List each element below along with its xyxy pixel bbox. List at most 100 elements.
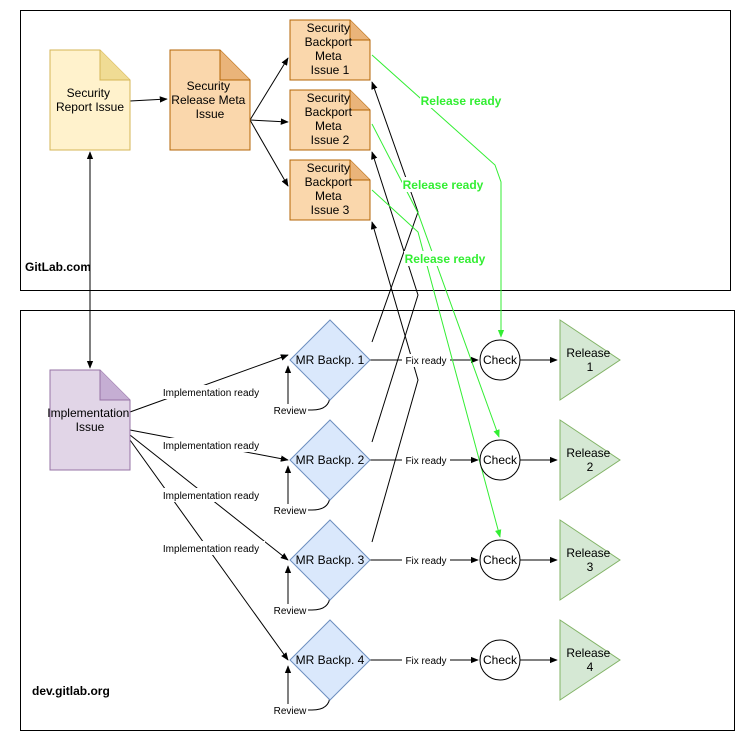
release-3-line: Release (566, 546, 610, 560)
check-2: Check (479, 439, 521, 481)
backport-meta-2-line: Meta (315, 119, 342, 133)
fix-ready-1-bg (402, 354, 450, 367)
release-ready-2-label: Release ready (403, 178, 484, 192)
impl-ready-4-bg (157, 541, 265, 555)
edge-mr3-to-backport-3 (370, 221, 419, 543)
review-3-label: Review (274, 606, 308, 617)
security-backport-meta-issue-3-label: Security Backport Meta Issue 3 (305, 161, 356, 217)
fix-ready-2-bg (402, 454, 450, 467)
fix-ready-2-label: Fix ready (405, 456, 446, 467)
release-ready-edges (371, 54, 505, 538)
impl-ready-1-label: Implementation ready (163, 388, 259, 399)
release-ready-3-bg (404, 251, 486, 266)
edge-meta-to-backport-3 (249, 119, 289, 187)
release-1-triangle (559, 319, 621, 401)
backport-meta-1-line: Issue 1 (311, 63, 350, 77)
backport-meta-3-line: Issue 3 (311, 203, 350, 217)
mr-backport-4: MR Backp. 4 (289, 619, 371, 701)
dev-zone-label: dev.gitlab.org (32, 684, 110, 698)
check-4-circle (479, 639, 521, 681)
backport-meta-2-line: Backport (305, 105, 353, 119)
release-4-line: 4 (587, 660, 594, 674)
mr-backport-4-label: MR Backp. 4 (296, 653, 365, 667)
edge-mr2-to-backport-2 (371, 151, 419, 443)
review-1-label: Review (274, 406, 308, 417)
backport-meta-3-line: Meta (315, 189, 342, 203)
security-backport-meta-issue-1-fold (349, 20, 370, 41)
edge-meta-to-backport-2 (249, 118, 289, 125)
backport-meta-1-line: Meta (315, 49, 342, 63)
security-backport-meta-issue-2-fold (349, 90, 370, 111)
implementation-issue-line: Issue (76, 420, 105, 434)
edge-report-to-release-meta (129, 96, 168, 103)
backport-meta-2-line: Issue 2 (311, 133, 350, 147)
release-3-line: 3 (587, 560, 594, 574)
security-report-issue-line: Security (67, 86, 110, 100)
security-release-meta-line: Issue (196, 107, 225, 121)
security-report-issue-line: Report Issue (56, 100, 124, 114)
release-2-line: Release (566, 446, 610, 460)
release-ready-1-label: Release ready (421, 94, 502, 108)
check-3: Check (479, 539, 521, 581)
edge-meta-to-backport-1 (249, 57, 289, 121)
release-1-line: 1 (587, 360, 594, 374)
security-backport-meta-issue-1-label: Security Backport Meta Issue 1 (305, 21, 356, 77)
impl-ready-2-bg (157, 438, 265, 452)
edge-release-ready-2 (371, 123, 500, 438)
release-2: Release 2 (559, 419, 621, 501)
release-1-label: Release 1 (566, 346, 613, 374)
security-backport-meta-issue-3-fold (349, 160, 370, 181)
release-3-triangle (559, 519, 621, 601)
check-3-label: Check (483, 553, 518, 567)
implementation-issue-fold (99, 370, 130, 401)
implementation-issue-label: Implementation Issue (47, 406, 132, 434)
check-1-label: Check (483, 353, 518, 367)
release-3: Release 3 (559, 519, 621, 601)
backport-meta-3-line: Backport (305, 175, 353, 189)
mr-backport-4-shape (289, 619, 371, 701)
edge-release-ready-1 (371, 54, 505, 338)
security-report-issue-label: Security Report Issue (56, 86, 124, 114)
backport-meta-1-line: Security (307, 21, 350, 35)
release-2-triangle (559, 419, 621, 501)
fix-ready-4-label: Fix ready (405, 656, 446, 667)
release-ready-2-bg (402, 177, 484, 192)
security-release-meta-issue-fold (219, 50, 250, 81)
gitlab-zone-label: GitLab.com (25, 260, 91, 274)
release-4: Release 4 (559, 619, 621, 701)
mr-backport-3-shape (289, 519, 371, 601)
impl-ready-4-label: Implementation ready (163, 544, 259, 555)
release-4-line: Release (566, 646, 610, 660)
release-ready-3-label: Release ready (405, 252, 486, 266)
check-4: Check (479, 639, 521, 681)
check-1: Check (479, 339, 521, 381)
check-3-circle (479, 539, 521, 581)
impl-ready-3-label: Implementation ready (163, 491, 259, 502)
gitlab-zone (20, 10, 731, 291)
security-release-meta-line: Release Meta (171, 93, 245, 107)
review-4-label: Review (274, 706, 308, 717)
review-1-bg (272, 404, 308, 417)
mr-backport-2-label: MR Backp. 2 (296, 453, 365, 467)
review-4-bg (272, 704, 308, 717)
release-4-triangle (559, 619, 621, 701)
mr-backport-1-label: MR Backp. 1 (296, 353, 365, 367)
mr-backport-2: MR Backp. 2 (289, 419, 371, 501)
mr-backport-2-shape (289, 419, 371, 501)
release-1-line: Release (566, 346, 610, 360)
mr-backport-1-shape (289, 319, 371, 401)
release-1: Release 1 (559, 319, 621, 401)
impl-ready-1-bg (157, 385, 265, 399)
fix-ready-3-label: Fix ready (405, 556, 446, 567)
implementation-issue-line: Implementation (47, 406, 129, 420)
edge-mr1-to-backport-1 (371, 81, 419, 343)
check-1-circle (479, 339, 521, 381)
check-4-label: Check (483, 653, 518, 667)
check-2-label: Check (483, 453, 518, 467)
review-3-bg (272, 604, 308, 617)
mr-backport-1: MR Backp. 1 (289, 319, 371, 401)
backport-meta-3-line: Security (307, 161, 350, 175)
mr-backport-3: MR Backp. 3 (289, 519, 371, 601)
impl-ready-3-bg (157, 488, 265, 502)
check-2-circle (479, 439, 521, 481)
